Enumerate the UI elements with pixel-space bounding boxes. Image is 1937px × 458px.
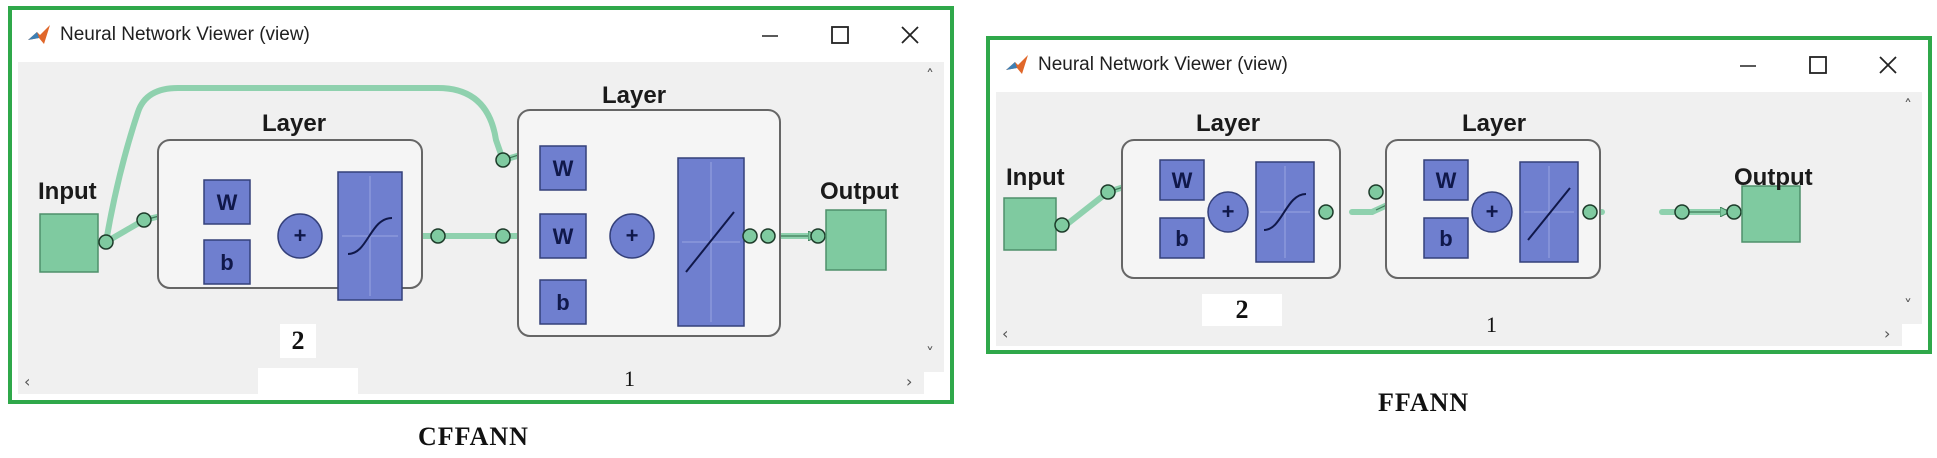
svg-text:b: b bbox=[220, 250, 233, 275]
layer2-input-weight-block bbox=[539, 145, 587, 191]
maximize-icon[interactable] bbox=[1790, 46, 1846, 84]
layer1-summation bbox=[1207, 191, 1249, 233]
input-label: Input bbox=[38, 178, 97, 205]
input-label: Input bbox=[1006, 164, 1065, 191]
input-to-layer1-connection bbox=[1063, 189, 1111, 228]
layer2-label: Layer bbox=[602, 82, 667, 109]
title-bar[interactable]: Neural Network Viewer (view) bbox=[12, 10, 950, 60]
scroll-right-icon[interactable]: › bbox=[906, 372, 913, 391]
svg-text:b: b bbox=[556, 290, 569, 315]
layer1-summation bbox=[277, 213, 323, 259]
layer1-number: 2 bbox=[280, 324, 316, 358]
layer2-label: Layer bbox=[1462, 110, 1527, 137]
ffann-caption: FFANN bbox=[1378, 388, 1470, 417]
layer1-weight-block bbox=[1159, 159, 1205, 201]
transfer-sigmoid-icon bbox=[347, 217, 393, 255]
matlab-logo-icon bbox=[28, 25, 50, 44]
layer2-weight-block bbox=[1423, 159, 1469, 201]
scroll-thumb[interactable] bbox=[258, 368, 358, 396]
layer2-number: 1 bbox=[624, 366, 635, 391]
scroll-left-icon[interactable]: ‹ bbox=[1002, 324, 1009, 343]
cffann-network-diagram: W b + W W b + bbox=[39, 85, 887, 337]
horizontal-scrollbar[interactable]: ‹ 1 › bbox=[18, 366, 924, 396]
input-skip-connection bbox=[103, 85, 506, 245]
svg-text:+: + bbox=[294, 223, 307, 248]
scroll-up-icon[interactable]: ˄ bbox=[1904, 96, 1912, 115]
cffann-viewer-window: Neural Network Viewer (view) bbox=[8, 6, 954, 404]
layer1-bias-block bbox=[1159, 217, 1205, 259]
layer1-label: Layer bbox=[262, 110, 327, 137]
network-diagram-area: W b + W b + Input bbox=[996, 92, 1902, 324]
minimize-icon[interactable] bbox=[742, 16, 798, 54]
network-diagram-area: W b + W W b + bbox=[18, 62, 924, 372]
scroll-right-icon[interactable]: › bbox=[1884, 324, 1891, 343]
layer1-weight-block bbox=[203, 179, 251, 225]
layer1-label: Layer bbox=[1196, 110, 1261, 137]
ffann-network-diagram: W b + W b + bbox=[1003, 139, 1801, 279]
title-bar[interactable]: Neural Network Viewer (view) bbox=[990, 40, 1928, 90]
transfer-sigmoid-icon bbox=[1263, 193, 1307, 231]
layer2-layer-weight-block bbox=[539, 213, 587, 259]
svg-text:b: b bbox=[1175, 226, 1188, 251]
window-title: Neural Network Viewer (view) bbox=[1038, 54, 1288, 75]
window-title: Neural Network Viewer (view) bbox=[60, 24, 310, 45]
layer1-bias-block bbox=[203, 239, 251, 285]
scroll-up-icon[interactable]: ˄ bbox=[926, 66, 934, 85]
vertical-scrollbar[interactable]: ˄ ˅ bbox=[922, 62, 944, 372]
output-node bbox=[1741, 185, 1801, 243]
maximize-icon[interactable] bbox=[812, 16, 868, 54]
layer2-summation bbox=[1471, 191, 1513, 233]
layer2-bias-block bbox=[1423, 217, 1469, 259]
layer2-bias-block bbox=[539, 279, 587, 325]
output-label: Output bbox=[820, 178, 899, 205]
output-label: Output bbox=[1734, 164, 1813, 191]
scroll-left-icon[interactable]: ‹ bbox=[24, 372, 31, 391]
svg-text:W: W bbox=[217, 190, 238, 215]
input-node bbox=[39, 213, 99, 273]
vertical-scrollbar[interactable]: ˄ ˅ bbox=[1900, 92, 1922, 324]
transfer-linear-icon bbox=[685, 211, 735, 273]
horizontal-scrollbar[interactable]: ‹ 2 1 › bbox=[996, 294, 1902, 346]
layer1-number: 2 bbox=[1202, 294, 1282, 326]
svg-text:+: + bbox=[1486, 199, 1499, 224]
ffann-viewer-window: Neural Network Viewer (view) bbox=[986, 36, 1932, 354]
output-node bbox=[825, 209, 887, 271]
minimize-icon[interactable] bbox=[1720, 46, 1776, 84]
svg-text:+: + bbox=[1222, 199, 1235, 224]
close-icon[interactable] bbox=[882, 16, 938, 54]
scroll-down-icon[interactable]: ˅ bbox=[1904, 296, 1912, 315]
svg-text:W: W bbox=[553, 224, 574, 249]
svg-text:W: W bbox=[1436, 168, 1457, 193]
matlab-logo-icon bbox=[1006, 55, 1028, 74]
transfer-linear-icon bbox=[1527, 187, 1571, 241]
input-node bbox=[1003, 197, 1057, 251]
svg-text:W: W bbox=[1172, 168, 1193, 193]
scroll-down-icon[interactable]: ˅ bbox=[926, 344, 934, 363]
svg-text:b: b bbox=[1439, 226, 1452, 251]
layer2-summation bbox=[609, 213, 655, 259]
layer2-number: 1 bbox=[1486, 312, 1497, 337]
svg-text:W: W bbox=[553, 156, 574, 181]
close-icon[interactable] bbox=[1860, 46, 1916, 84]
svg-text:+: + bbox=[626, 223, 639, 248]
cffann-caption: CFFANN bbox=[418, 422, 529, 451]
